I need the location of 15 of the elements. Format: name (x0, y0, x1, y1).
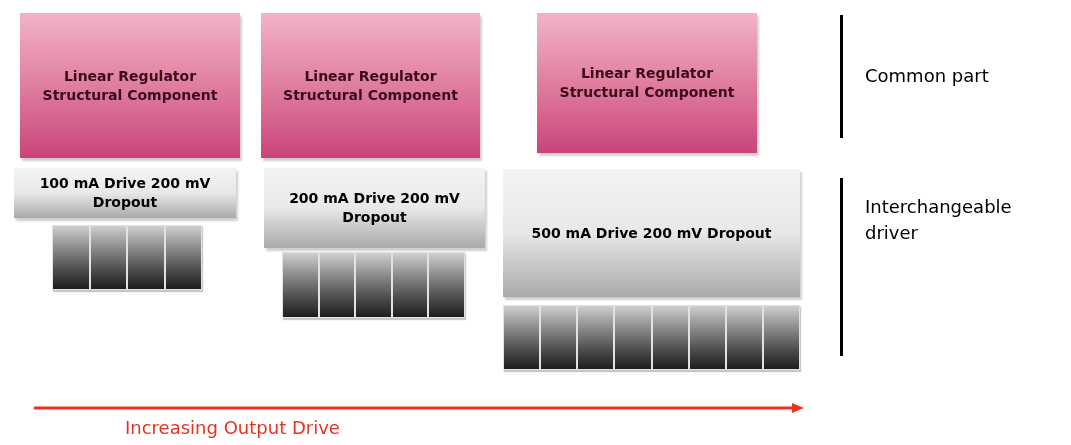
driver-box (14, 168, 236, 218)
structural-component-box (537, 13, 757, 153)
driver-box (264, 168, 485, 248)
box-text: 500 mA Drive 200 mV Dropout (531, 223, 772, 243)
structural-component-box (20, 13, 240, 158)
structural-component-box (261, 13, 480, 158)
box-text: 200 mA Drive 200 mV Dropout (288, 189, 461, 227)
box-text: 100 mA Drive 200 mV Dropout (38, 174, 212, 212)
annotation-label: Interchangeable driver (865, 195, 1013, 245)
annotation-label: Common part (865, 64, 990, 88)
box-text: Linear Regulator Structural Component (558, 64, 736, 102)
box-text: Linear Regulator Structural Component (41, 66, 219, 105)
driver-box (503, 169, 800, 297)
box-text: Linear Regulator Structural Component (282, 66, 459, 105)
annotation-label: Increasing Output Drive (125, 416, 341, 440)
